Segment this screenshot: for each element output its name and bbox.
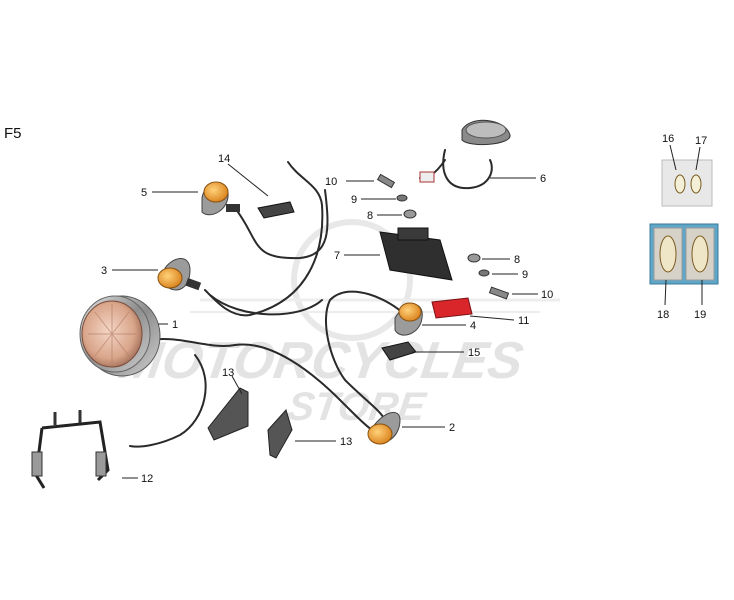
- callout-11: 11: [518, 315, 529, 327]
- callout-19: 19: [694, 309, 706, 321]
- turn-signal-front-left: [157, 258, 202, 291]
- leader-lines: [112, 144, 703, 479]
- callout-2: 2: [449, 422, 455, 434]
- callouts: 1 2 3 4 5 6 7 8 8 9 9 10 10 11 12 13 13 …: [101, 133, 707, 485]
- callout-9-upper: 9: [351, 194, 357, 206]
- callout-15: 15: [468, 347, 480, 359]
- callout-8-lower: 8: [514, 254, 520, 266]
- callout-6: 6: [540, 173, 546, 185]
- callout-16: 16: [662, 133, 674, 145]
- callout-10-lower: 10: [541, 289, 553, 301]
- callout-5: 5: [141, 187, 147, 199]
- turn-signal-front-right: [201, 181, 240, 216]
- headlamp-bracket: [31, 410, 110, 489]
- callout-9-lower: 9: [522, 269, 528, 281]
- callout-14: 14: [218, 153, 230, 165]
- bulbs-panel-bottom: [649, 223, 719, 285]
- watermark: MOTORCYCLES STORE: [115, 219, 560, 429]
- callout-13-lower: 13: [340, 436, 352, 448]
- callout-12: 12: [141, 473, 153, 485]
- callout-17: 17: [695, 135, 707, 147]
- turn-signal-rear-right: [367, 412, 401, 445]
- callout-7: 7: [334, 250, 340, 262]
- callout-3: 3: [101, 265, 107, 277]
- callout-4: 4: [470, 320, 476, 332]
- bulbs-panel-top: [661, 159, 713, 207]
- callout-13-upper: 13: [222, 367, 234, 379]
- tail-light: [419, 119, 511, 183]
- callout-1: 1: [172, 319, 178, 331]
- side-bracket-lower: [267, 409, 293, 459]
- turn-signal-rear-left: [394, 302, 423, 336]
- headlamp: [79, 295, 161, 377]
- mount-bracket: [257, 201, 295, 219]
- section-label: F5: [4, 125, 22, 142]
- red-reflector: [431, 297, 473, 319]
- callout-18: 18: [657, 309, 669, 321]
- plate-bracket: [379, 227, 453, 281]
- hardware-lower: [467, 253, 510, 300]
- side-bracket-upper: [207, 387, 249, 441]
- hardware-upper: [376, 173, 417, 219]
- callout-10-upper: 10: [325, 176, 337, 188]
- callout-8-upper: 8: [367, 210, 373, 222]
- wiring-harness: [129, 149, 493, 448]
- watermark-line1: MOTORCYCLES: [115, 332, 527, 390]
